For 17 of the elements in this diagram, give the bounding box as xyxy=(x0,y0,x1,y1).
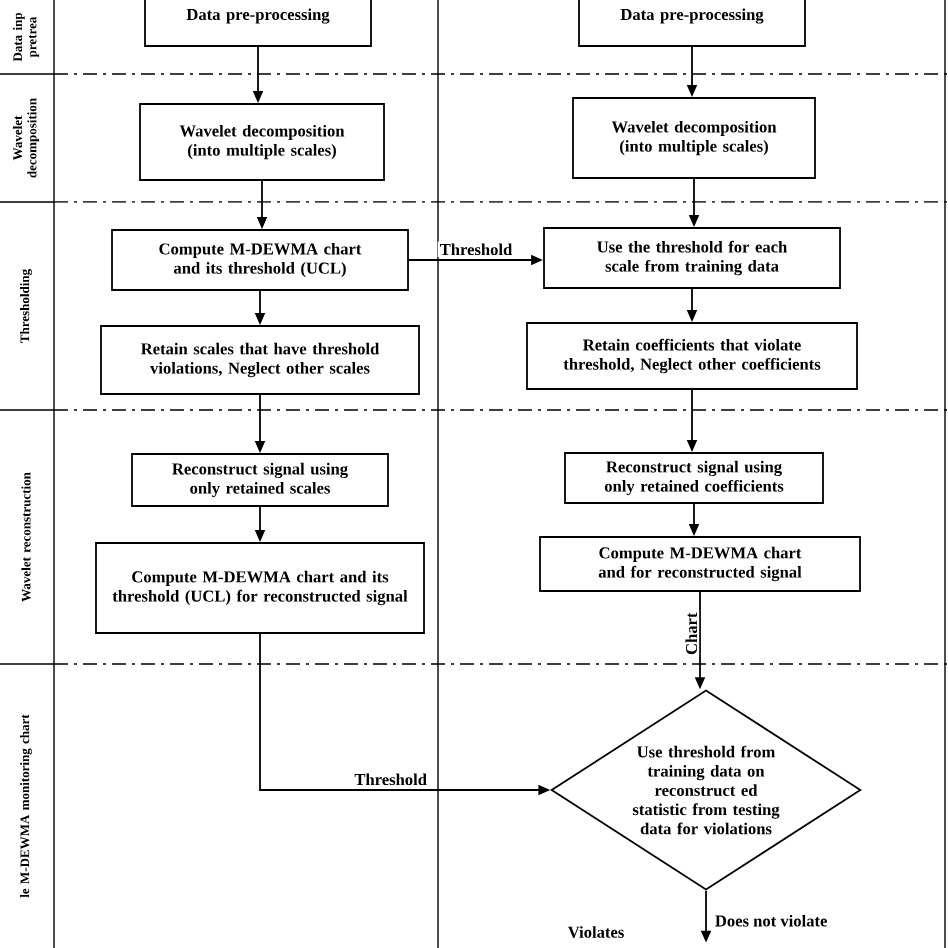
process-box: Retain scales that have threshold violations, Neglect other scales xyxy=(100,325,420,395)
process-box: Data pre-processing xyxy=(578,0,806,47)
process-box: Compute M-DEWMA chart and its threshold (UCL) xyxy=(111,229,409,291)
edge-label: Threshold xyxy=(354,773,427,786)
process-box: Retain coefficients that violate threshold, Neglect other coefficients xyxy=(526,322,858,390)
process-box: Compute M-DEWMA chart and for reconstructed signal xyxy=(539,536,861,592)
process-box: Wavelet decomposition (into multiple scales) xyxy=(139,103,385,181)
process-box: Wavelet decomposition (into multiple scales) xyxy=(572,97,816,179)
branch-label: Violates xyxy=(567,926,624,938)
process-box: Data pre-processing xyxy=(144,0,372,47)
edge-label: Threshold xyxy=(439,243,513,256)
process-box: Use the threshold for each scale from training data xyxy=(543,227,841,289)
edge-label: Does not violate xyxy=(715,914,827,927)
process-box: Compute M-DEWMA chart and its threshold (UCL) for reconstructed signal xyxy=(95,542,425,634)
edge-label: Chart xyxy=(685,612,698,655)
process-box: Reconstruct signal using only retained coefficients xyxy=(564,452,824,504)
process-box: Reconstruct signal using only retained scales xyxy=(131,453,389,507)
